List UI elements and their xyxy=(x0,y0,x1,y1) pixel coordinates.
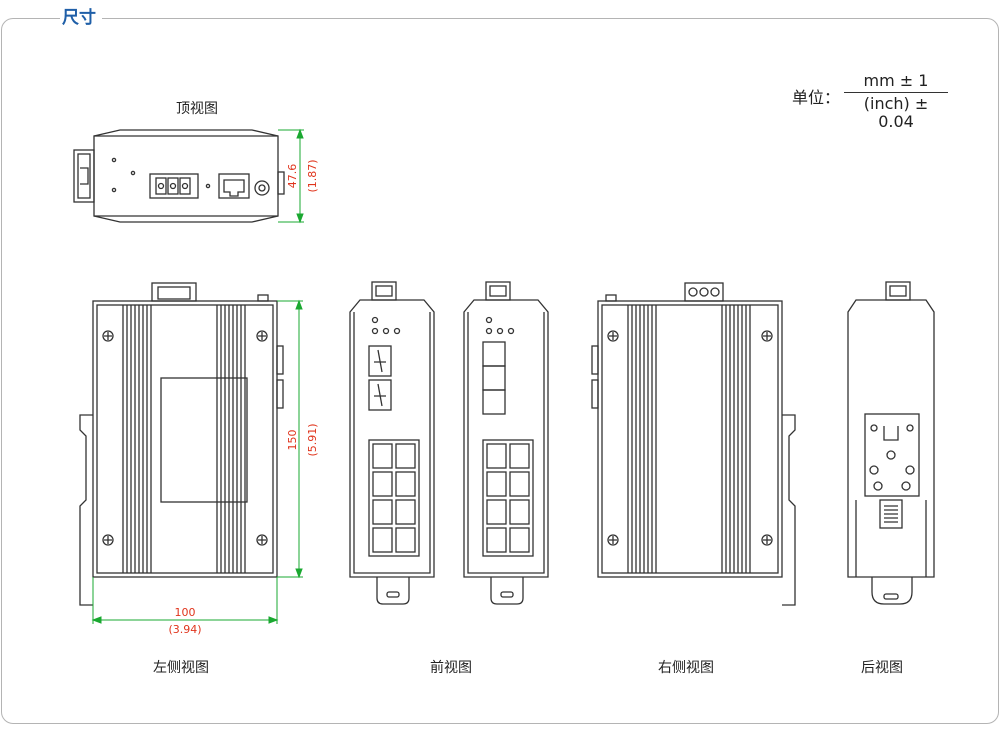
dimension-lines xyxy=(91,128,304,624)
label-top-view: 顶视图 xyxy=(176,101,218,117)
dim-top-height-mm: 47.6 xyxy=(286,164,299,189)
label-back-view: 后视图 xyxy=(861,660,903,676)
dim-side-height-mm: 150 xyxy=(286,430,299,451)
unit-label: 单位： xyxy=(792,88,841,107)
unit-denominator: (inch) ± 0.04 xyxy=(863,94,929,131)
dim-side-width-mm: 100 xyxy=(175,606,196,619)
dim-top-height-in: (1.87) xyxy=(306,159,319,192)
front1-rj45-ports xyxy=(372,443,416,553)
top-view-drawing xyxy=(73,129,285,223)
front-view-2-drawing xyxy=(463,281,549,605)
front2-rj45-ports xyxy=(486,443,530,553)
dim-side-width-in: (3.94) xyxy=(168,623,201,636)
back-view-drawing xyxy=(847,281,935,605)
label-right-view: 右侧视图 xyxy=(658,660,714,676)
section-title: 尺寸 xyxy=(60,6,102,30)
front-view-1-drawing xyxy=(349,281,435,605)
right-side-view-drawing xyxy=(591,282,796,606)
left-side-view-drawing xyxy=(79,282,284,606)
content-frame xyxy=(1,18,999,724)
dim-side-height-in: (5.91) xyxy=(306,423,319,456)
unit-fraction-bar xyxy=(844,92,948,93)
unit-fraction: mm ± 1 (inch) ± 0.04 xyxy=(844,72,948,131)
label-front-view: 前视图 xyxy=(430,660,472,676)
unit-numerator: mm ± 1 xyxy=(863,71,929,90)
title-rule xyxy=(38,18,60,19)
label-left-view: 左侧视图 xyxy=(153,660,209,676)
